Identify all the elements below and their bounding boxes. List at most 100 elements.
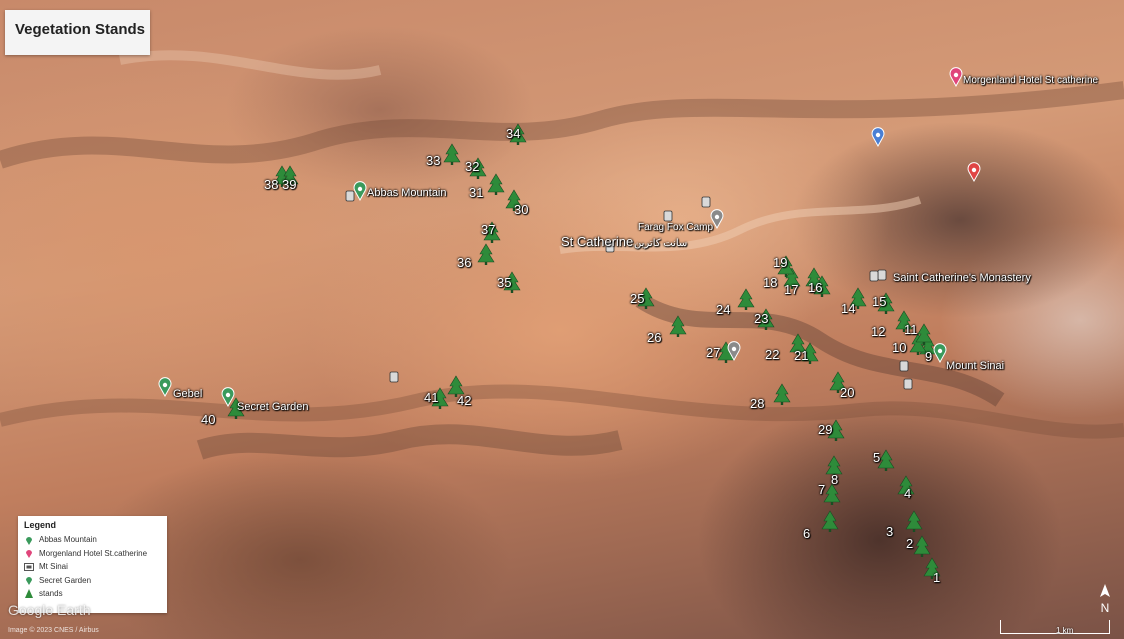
stand-marker-42[interactable] <box>447 375 465 397</box>
blue-place-pin-dot <box>875 132 881 138</box>
st-catherine-pin-dot <box>714 214 720 220</box>
stand-marker-1[interactable] <box>923 557 941 579</box>
morgenland-pin-dot <box>953 72 959 78</box>
stand-marker-17[interactable] <box>783 267 801 289</box>
stand-label-10: 10 <box>892 340 907 355</box>
stand-label-21: 21 <box>794 348 809 363</box>
stand-marker-12[interactable] <box>895 310 913 332</box>
stand-label-20: 20 <box>840 385 855 400</box>
stand-marker-2[interactable] <box>913 535 931 557</box>
stand-marker-28[interactable] <box>773 383 791 405</box>
map-title: Vegetation Stands <box>5 10 150 55</box>
legend-title: Legend <box>24 520 57 530</box>
stand-marker-11[interactable] <box>915 323 933 345</box>
sign-2[interactable] <box>605 241 615 253</box>
stand-label-34: 34 <box>506 126 521 141</box>
hotel-red-pin-dot <box>971 167 977 173</box>
stand-label-9: 9 <box>925 349 933 364</box>
stand-label-25: 25 <box>630 291 645 306</box>
google-earth-logo: Google Earth <box>8 602 91 618</box>
stand-marker-4[interactable] <box>897 475 915 497</box>
tree-icon <box>24 588 34 599</box>
stand-label-42: 42 <box>457 393 472 408</box>
stand-marker-8[interactable] <box>825 455 843 477</box>
pink-pin-icon <box>24 548 34 559</box>
place-label-farag: Farag Fox Camp <box>638 222 714 233</box>
stand-marker-19[interactable] <box>777 255 795 277</box>
stand-label-40: 40 <box>201 412 216 427</box>
stand-marker-22[interactable] <box>789 333 807 355</box>
stand-marker-32[interactable] <box>469 157 487 179</box>
mount-sinai-pin-dot <box>937 348 943 354</box>
stand-label-17: 17 <box>784 282 799 297</box>
stand-marker-21[interactable] <box>801 342 819 364</box>
stand-label-33: 33 <box>426 153 441 168</box>
stand-marker-26[interactable] <box>669 315 687 337</box>
stand-marker-40[interactable] <box>227 397 245 419</box>
scale-bar <box>1000 620 1110 634</box>
stand-label-16: 16 <box>808 280 823 295</box>
stand-label-23: 23 <box>754 311 769 326</box>
stand-label-6: 6 <box>803 526 811 541</box>
stand-marker-34[interactable] <box>509 123 527 145</box>
stand-marker-6[interactable] <box>821 510 839 532</box>
stand-label-31: 31 <box>469 185 484 200</box>
sign-8[interactable] <box>869 270 879 282</box>
legend-item-morgenland-hotel: Morgenland Hotel St.catherine <box>24 547 161 561</box>
stand-marker-29[interactable] <box>827 419 845 441</box>
sign-4[interactable] <box>701 196 711 208</box>
stand-marker-20[interactable] <box>829 371 847 393</box>
stand-marker-14[interactable] <box>849 287 867 309</box>
stand-label-27: 27 <box>706 345 721 360</box>
stand-marker-39[interactable] <box>281 165 299 187</box>
stand-marker-30[interactable] <box>505 189 523 211</box>
sign-7[interactable] <box>903 378 913 390</box>
stand-marker-23[interactable] <box>757 308 775 330</box>
sign-1[interactable] <box>389 371 399 383</box>
imagery-credit: Image © 2023 CNES / Airbus <box>8 627 99 634</box>
stand-label-24: 24 <box>716 302 731 317</box>
stand-marker-31[interactable] <box>487 173 505 195</box>
sign-3[interactable] <box>663 210 673 222</box>
place-label-monastery: Saint Catherine's Monastery <box>893 272 1031 284</box>
place-label-st-catherine: St Catherine <box>561 234 634 249</box>
stand-label-36: 36 <box>457 255 472 270</box>
stand-marker-24[interactable] <box>737 288 755 310</box>
stand-marker-37[interactable] <box>483 221 501 243</box>
stand-label-22: 22 <box>765 347 780 362</box>
stand-label-26: 26 <box>647 330 662 345</box>
stand-marker-18[interactable] <box>805 267 823 289</box>
stand-label-37: 37 <box>481 222 496 237</box>
stand-marker-35[interactable] <box>503 271 521 293</box>
stand-label-35: 35 <box>497 275 512 290</box>
svg-text:N: N <box>1101 601 1110 615</box>
sign-icon <box>24 562 34 572</box>
stand-label-2: 2 <box>906 536 914 551</box>
place-label-abbas: Abbas Mountain <box>367 187 447 199</box>
stand-label-39: 39 <box>282 177 297 192</box>
stand-label-28: 28 <box>750 396 765 411</box>
stand-label-14: 14 <box>841 301 856 316</box>
stand-marker-7[interactable] <box>823 483 841 505</box>
abbas-mountain-pin-dot <box>357 186 363 192</box>
sign-5[interactable] <box>877 269 887 281</box>
stand-marker-33[interactable] <box>443 143 461 165</box>
stand-label-38: 38 <box>264 177 279 192</box>
stand-label-18: 18 <box>763 275 778 290</box>
legend-item-mt-sinai: Mt Sinai <box>24 560 161 574</box>
stand-marker-15[interactable] <box>877 292 895 314</box>
north-arrow-icon[interactable]: N <box>1096 583 1114 615</box>
sign-6[interactable] <box>899 360 909 372</box>
place-label-mount-sinai: Mount Sinai <box>946 360 1005 372</box>
gebel-pin-dot <box>162 382 168 388</box>
stand-marker-41[interactable] <box>431 387 449 409</box>
stand-marker-25[interactable] <box>637 287 655 309</box>
legend-item-secret-garden: Secret Garden <box>24 574 161 588</box>
sign-abbas[interactable] <box>345 190 355 202</box>
stand-marker-36[interactable] <box>477 243 495 265</box>
legend-panel: Legend Abbas Mountain Morgenland Hotel S… <box>18 516 167 613</box>
stand-marker-5[interactable] <box>877 449 895 471</box>
stand-marker-3[interactable] <box>905 510 923 532</box>
legend-item-stands: stands <box>24 587 161 601</box>
